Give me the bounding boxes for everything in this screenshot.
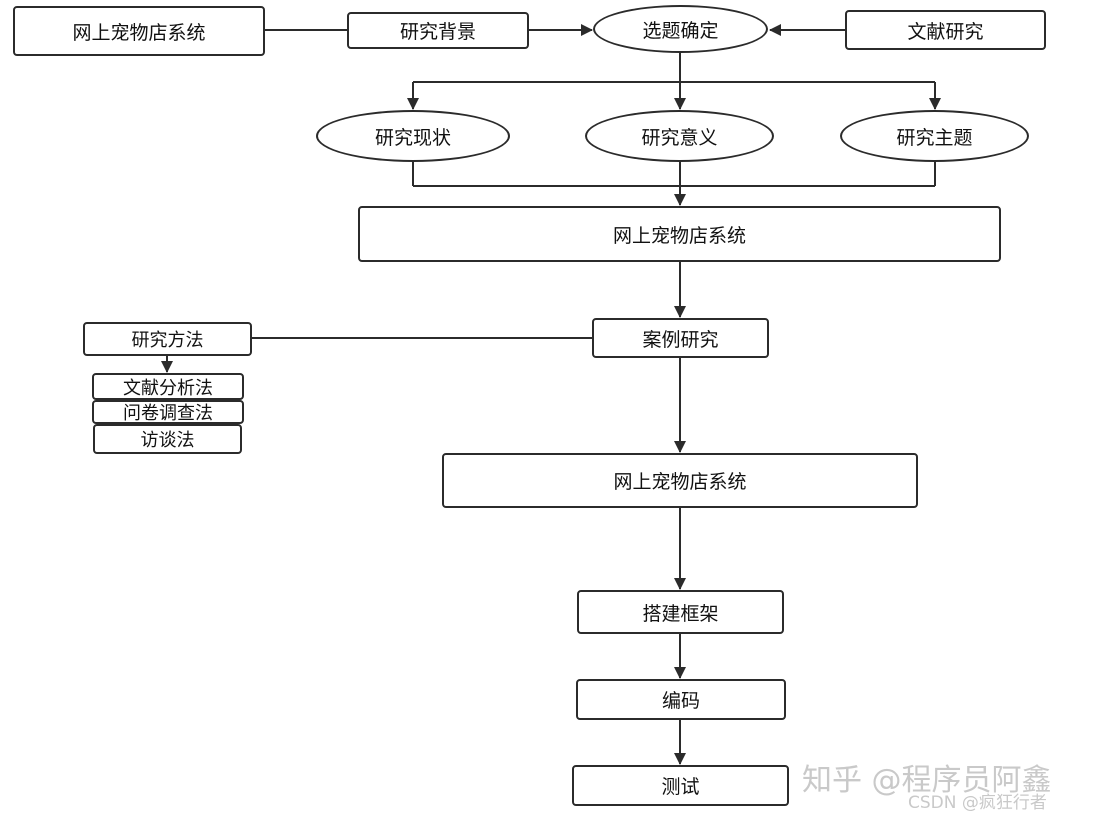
node-testing: 测试 xyxy=(572,765,789,806)
node-coding: 编码 xyxy=(576,679,786,720)
node-system-2: 网上宠物店系统 xyxy=(358,206,1001,262)
node-method-interview: 访谈法 xyxy=(93,424,242,454)
node-research-status: 研究现状 xyxy=(316,110,510,162)
node-research-theme: 研究主题 xyxy=(840,110,1029,162)
node-top-system: 网上宠物店系统 xyxy=(13,6,265,56)
node-topic-selection: 选题确定 xyxy=(593,5,768,53)
node-system-3: 网上宠物店系统 xyxy=(442,453,918,508)
watermark-csdn: CSDN @疯狂行者 xyxy=(908,793,1047,813)
node-method-literature: 文献分析法 xyxy=(92,373,244,400)
node-research-significance: 研究意义 xyxy=(585,110,774,162)
node-literature-research: 文献研究 xyxy=(845,10,1046,50)
node-case-study: 案例研究 xyxy=(592,318,769,358)
node-method-survey: 问卷调查法 xyxy=(92,400,244,424)
watermark-zhihu: 知乎 @程序员阿鑫 xyxy=(802,763,1052,798)
node-build-framework: 搭建框架 xyxy=(577,590,784,634)
node-research-background: 研究背景 xyxy=(347,12,529,49)
node-research-methods: 研究方法 xyxy=(83,322,252,356)
